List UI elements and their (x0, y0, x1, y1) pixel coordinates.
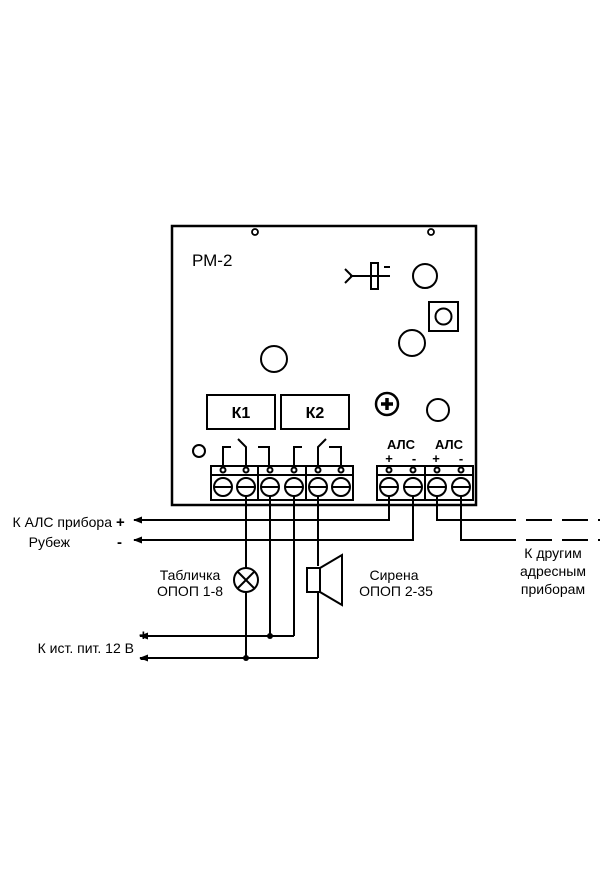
screw-icon (374, 391, 400, 417)
lamp-icon (233, 567, 259, 593)
als-label-1: АЛС (387, 437, 416, 452)
als-source-label-1: К АЛС прибора (13, 514, 113, 530)
jumper-icon (344, 262, 390, 290)
siren-icon (306, 553, 343, 607)
hole (412, 263, 438, 289)
hole (192, 444, 206, 458)
svg-text:К2: К2 (306, 405, 325, 422)
svg-text:+: + (385, 451, 393, 466)
svg-text:К1: К1 (232, 405, 251, 422)
als-label-2: АЛС (435, 437, 464, 452)
lamp-label-1: Табличка (160, 567, 221, 583)
tamper-button (428, 301, 459, 332)
terminal-block-relays (210, 465, 354, 501)
relay-k2: К2 (280, 394, 350, 430)
siren-label-1: Сирена (369, 567, 418, 583)
other-devices-label-2: адресным (520, 563, 586, 579)
wire-als-out-minus (460, 496, 490, 541)
mount-hole (427, 228, 435, 236)
lamp-label-2: ОПОП 1-8 (157, 583, 223, 599)
als-source-label-2: Рубеж (29, 534, 71, 550)
relay-k1: К1 (206, 394, 276, 430)
terminal-block-als (376, 465, 474, 501)
device-board: РМ-2 К1 К2 (170, 224, 478, 507)
hole (260, 345, 288, 373)
power-minus-sign: - (140, 650, 145, 667)
power-plus-sign: + (139, 627, 148, 644)
svg-text:+: + (432, 451, 440, 466)
device-model: РМ-2 (192, 251, 232, 270)
power-label: К ист. пит. 12 В (38, 640, 134, 656)
other-devices-label-3: приборам (521, 581, 585, 597)
hole (426, 398, 450, 422)
wire-als-minus (133, 496, 414, 544)
junction-dots (243, 633, 273, 661)
siren-label-2: ОПОП 2-35 (359, 583, 433, 599)
wire-als-plus (133, 496, 390, 524)
svg-text:-: - (459, 451, 463, 466)
hole (398, 329, 426, 357)
als-plus-sign: + (116, 514, 125, 531)
als-minus-sign: - (117, 534, 122, 551)
other-devices-label-1: К другим (524, 545, 581, 561)
wire-als-out-plus (436, 496, 490, 521)
wires (133, 496, 600, 662)
svg-text:-: - (412, 451, 416, 466)
mount-hole (251, 228, 259, 236)
relay-contacts (222, 438, 342, 466)
terminal-screws (213, 477, 471, 497)
